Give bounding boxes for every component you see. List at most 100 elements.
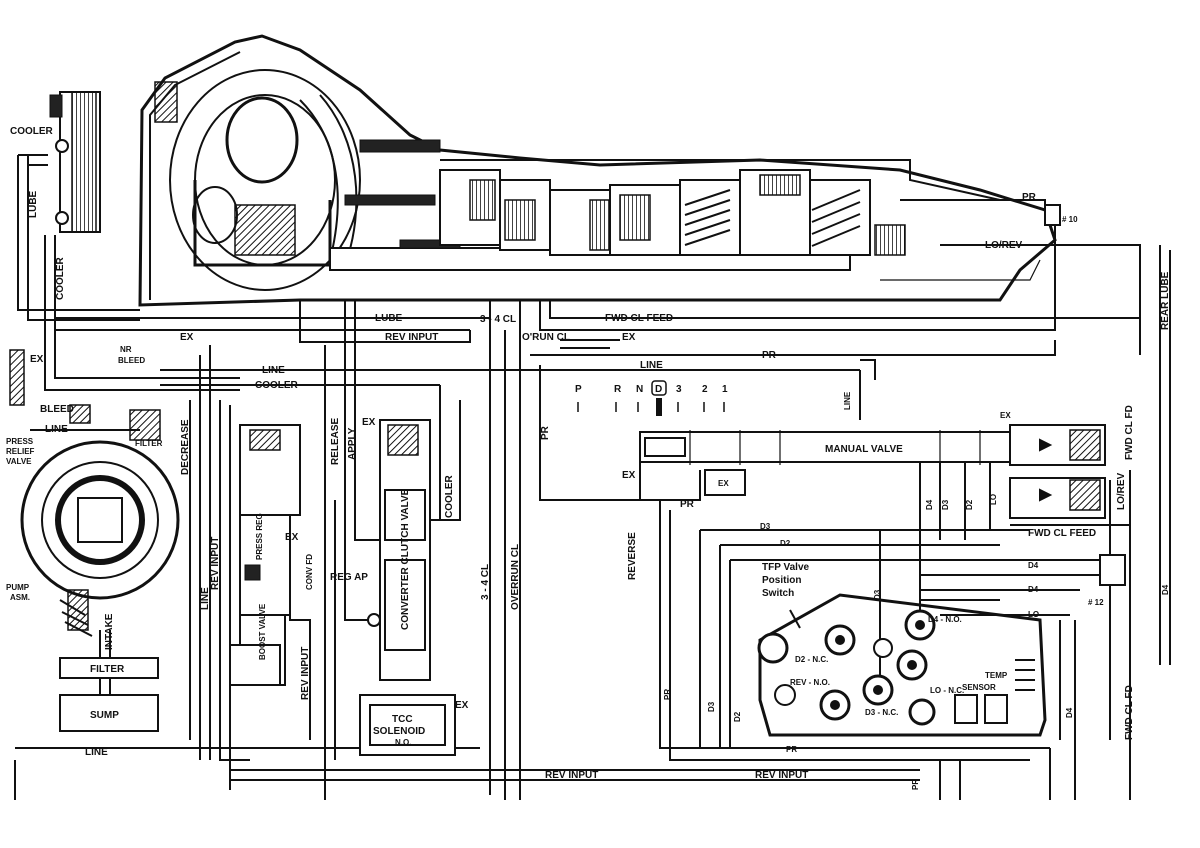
servo-assemblies: [1009, 204, 1126, 586]
label-d3: D3: [941, 499, 950, 510]
label-rev-input-top: REV INPUT: [385, 332, 438, 343]
label-d2: D2: [965, 499, 974, 510]
label-34-cl-vert: 3 - 4 CL: [480, 564, 491, 600]
label-tfp-1: TFP Valve: [762, 562, 810, 573]
label-check-12: # 12: [1088, 598, 1104, 607]
label-intake: INTAKE: [104, 613, 115, 650]
label-d3-line: D3: [760, 522, 771, 531]
label-ex-manual2: EX: [718, 479, 729, 488]
label-ex-manual: EX: [622, 470, 636, 481]
label-cooler-vert: COOLER: [55, 256, 66, 300]
label-line-vert: LINE: [200, 587, 211, 610]
label-ex-tcc: EX: [455, 700, 469, 711]
label-34-cl-top: 3 - 4 CL: [480, 314, 516, 325]
label-bleed: BLEED: [40, 404, 74, 415]
label-ex-press: EX: [285, 532, 299, 543]
label-tcc-no: N.O.: [395, 738, 411, 747]
filter-sump: [59, 630, 159, 732]
label-release: RELEASE: [330, 417, 341, 465]
label-boost-valve: BOOST VALVE: [258, 603, 267, 660]
diagram-labels: COOLER LUBE COOLER EX NR BLEED BLEED LIN…: [6, 126, 1171, 790]
label-conv-fd: CONV FD: [305, 554, 314, 590]
label-tfp-3: Switch: [762, 588, 794, 599]
label-nr-bleed2: BLEED: [118, 356, 145, 365]
gear-r: R: [614, 384, 622, 395]
label-rev-input-bottom1: REV INPUT: [545, 770, 598, 781]
label-lube-top: LUBE: [375, 313, 403, 324]
label-pr-manual: PR: [680, 499, 695, 510]
label-sump: SUMP: [90, 710, 119, 721]
label-lo-rev-vert: LO/REV: [1116, 472, 1127, 510]
label-d2-vert2: D2: [733, 711, 742, 722]
label-line-top: LINE: [262, 365, 285, 376]
label-rev-input-vert: REV INPUT: [210, 537, 221, 590]
label-decrease: DECREASE: [180, 419, 191, 475]
label-tfp-2: Position: [762, 575, 801, 586]
gear-selector: P R N D 3 2 1: [575, 380, 728, 416]
label-line-vert-sel: LINE: [843, 391, 852, 410]
label-fwd-cl-feed-top: FWD CL FEED: [605, 313, 673, 324]
label-cooler-right: COOLER: [444, 474, 455, 518]
label-fwd-cl-fd-b: FWD CL FD: [1124, 685, 1135, 740]
gear-2: 2: [702, 384, 708, 395]
label-temp-sensor2: SENSOR: [962, 683, 996, 692]
transmission-case: [138, 34, 1057, 307]
label-d4-line2: D4: [1028, 585, 1039, 594]
label-nr-bleed: NR: [120, 345, 132, 354]
gear-p: P: [575, 384, 582, 395]
label-pr-bottom: PR: [786, 745, 797, 754]
label-tcc-solenoid: TCC: [392, 714, 413, 725]
label-cooler-mid: COOLER: [255, 380, 299, 391]
label-d2-line: D2: [780, 539, 791, 548]
label-filter-small: FILTER: [135, 439, 163, 448]
label-d4-no: D4 - N.O.: [928, 615, 962, 624]
label-lo-line: LO: [1028, 610, 1039, 619]
label-press-reg: PRESS REG: [255, 513, 264, 560]
label-lube-left: LUBE: [28, 190, 39, 218]
label-pr-top: PR: [1022, 192, 1037, 203]
label-rear-lube: REAR LUBE: [1160, 271, 1171, 330]
label-line-left: LINE: [45, 424, 68, 435]
label-overrun-cl-vert: OVERRUN CL: [510, 544, 521, 610]
cooler: [49, 91, 101, 233]
label-apply: APPLY: [347, 427, 358, 460]
label-lo-nc: LO - N.C.: [930, 686, 964, 695]
gear-1: 1: [722, 384, 728, 395]
label-line-selector: LINE: [640, 360, 663, 371]
label-ex-right: EX: [1000, 411, 1011, 420]
label-d3-vert2: D3: [707, 701, 716, 712]
label-ex-orun: EX: [622, 332, 636, 343]
gear-n: N: [636, 384, 643, 395]
label-line-bottom: LINE: [85, 747, 108, 758]
label-ex-mid: EX: [180, 332, 194, 343]
label-temp-sensor: TEMP: [985, 671, 1008, 680]
valve-body: [229, 419, 456, 756]
label-check-10: # 10: [1062, 215, 1078, 224]
label-d4-line: D4: [1028, 561, 1039, 570]
label-d4: D4: [925, 499, 934, 510]
label-reverse-vert: REVERSE: [627, 532, 638, 580]
label-filter: FILTER: [90, 664, 125, 675]
label-press-relief3: VALVE: [6, 457, 32, 466]
label-rev-input-bottom2: REV INPUT: [755, 770, 808, 781]
label-d2-nc: D2 - N.C.: [795, 655, 828, 664]
label-manual-valve: MANUAL VALVE: [825, 444, 903, 455]
label-press-relief: PRESS: [6, 437, 34, 446]
label-rev-no: REV - N.O.: [790, 678, 830, 687]
label-rev-input-vert2: REV INPUT: [300, 647, 311, 700]
label-d3-vert: D3: [873, 589, 882, 600]
label-pump: PUMP: [6, 583, 30, 592]
label-pr-mid: PR: [762, 350, 777, 361]
label-pr-bottom2: PR: [911, 779, 920, 790]
label-cooler: COOLER: [10, 126, 54, 137]
gear-d: D: [655, 384, 662, 395]
label-d4-vert-b: D4: [1065, 707, 1074, 718]
label-tcc-solenoid2: SOLENOID: [373, 726, 425, 737]
label-d4-vert-right: D4: [1161, 584, 1170, 595]
label-pr-vert2: PR: [663, 689, 672, 700]
label-orun-cl: O'RUN CL: [522, 332, 570, 343]
label-lo: LO: [989, 494, 998, 505]
label-pump2: ASM.: [10, 593, 30, 602]
label-lo-rev-top: LO/REV: [985, 240, 1023, 251]
